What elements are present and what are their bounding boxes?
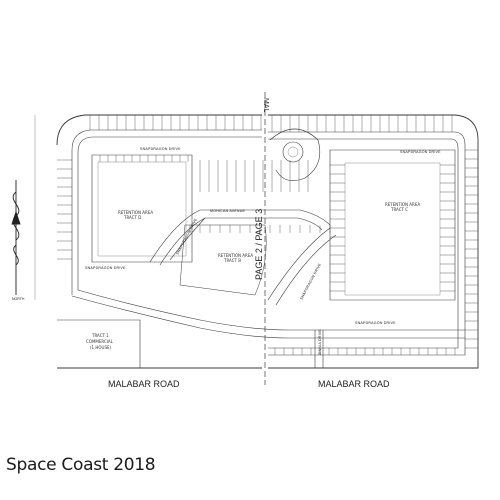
road-label-malabar-left: MALABAR ROAD: [108, 379, 180, 389]
mohican-a: [149, 209, 331, 263]
snapdragon-diag-right: [267, 227, 337, 306]
street-snapdragon-top: SNAPDRAGON DRIVE: [140, 147, 181, 151]
left-block-inner: [97, 161, 187, 257]
street-snapdragon-bottom-right: SNAPDRAGON DRIVE: [355, 321, 396, 325]
north-arrow-icon: NORTH: [11, 180, 25, 301]
outer-road-left: [71, 150, 79, 295]
page-divider-label: PAGE 2 / PAGE 3: [254, 209, 264, 280]
road-label-malabar-right: MALABAR ROAD: [318, 379, 390, 389]
street-snapdragon-right-top: SNAPDRAGON DRIVE: [400, 150, 441, 154]
right-block: [329, 149, 456, 301]
street-label-top-truncated: MAL: [262, 98, 269, 113]
cul-de-sac-circle: [282, 141, 304, 163]
street-snapdragon-mid: SNAPDRAGON DRIVE: [85, 266, 126, 270]
svg-text:NORTH: NORTH: [12, 297, 25, 301]
outer-road-right-b: [268, 138, 459, 349]
outer-road-top-b: [77, 136, 262, 153]
outer-road-top-a: [71, 129, 262, 151]
left-block: [91, 154, 193, 263]
zinnia-drive: [314, 330, 324, 368]
street-snapdragon-diag-right: SNAPDRAGON DRIVE: [299, 262, 322, 300]
commercial-tract-boundary: [57, 319, 141, 368]
outer-road-right-a: [268, 131, 466, 356]
street-zinnia-drive: ZINNIA DRIVE: [318, 329, 322, 355]
subdivision-boundary: [56, 114, 479, 369]
cul-de-sac: [269, 128, 321, 181]
cul-de-sac-inner: [287, 146, 299, 158]
snapdragon-lower-b: [71, 295, 465, 339]
street-mohican-avenue: MOHICAN AVENUE: [210, 209, 245, 213]
snapdragon-diag-left: [169, 217, 206, 261]
right-block-inner: [344, 162, 441, 296]
street-snapdragon-diag-left: SNAPDRAGON DRIVE: [175, 217, 198, 255]
watermark-text: Space Coast 2018: [6, 455, 156, 475]
snapdragon-lower-a: [77, 289, 465, 331]
